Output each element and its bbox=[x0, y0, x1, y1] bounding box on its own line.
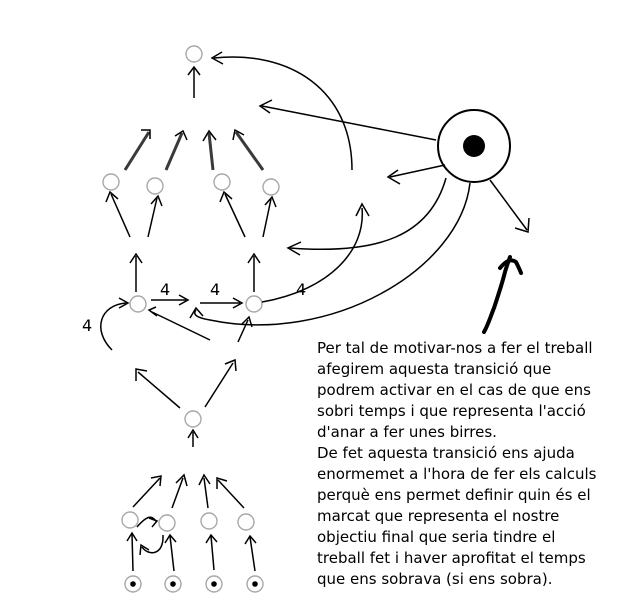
place-row2-2 bbox=[146, 177, 164, 195]
goal-token-icon bbox=[463, 135, 485, 157]
place-row2-4 bbox=[262, 178, 280, 196]
weight-label-middle-b: 4 bbox=[210, 280, 220, 299]
place-lower-1 bbox=[121, 511, 139, 529]
weight-label-left-loop: 4 bbox=[82, 316, 92, 335]
place-lower-3 bbox=[200, 512, 218, 530]
weight-label-middle-a: 4 bbox=[160, 280, 170, 299]
arrows bbox=[100, 51, 530, 572]
place-middle-right bbox=[245, 295, 263, 313]
place-lower-2 bbox=[158, 514, 176, 532]
place-lower-4 bbox=[237, 513, 255, 531]
marked-places-row bbox=[124, 575, 264, 593]
place-row2-1 bbox=[102, 173, 120, 191]
goal-place bbox=[437, 109, 511, 183]
weight-label-incoming: 4 bbox=[296, 280, 306, 299]
place-center bbox=[184, 410, 202, 428]
token-icon bbox=[170, 581, 176, 587]
handwritten-arrow bbox=[482, 255, 523, 334]
token-icon bbox=[130, 581, 136, 587]
token-icon bbox=[252, 581, 258, 587]
token-icon bbox=[211, 581, 217, 587]
place-row2-3 bbox=[213, 173, 231, 191]
place-top bbox=[185, 45, 203, 63]
place-middle-left bbox=[129, 295, 147, 313]
explanation-text: Per tal de motivar-nos a fer el treball … bbox=[317, 339, 597, 588]
